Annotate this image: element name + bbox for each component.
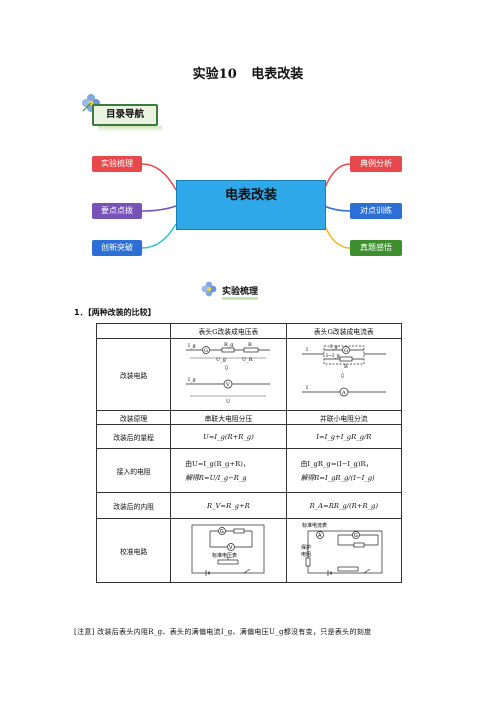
ac-ig: I_g [330, 344, 338, 350]
table-corner [95, 323, 172, 339]
row-label-internal: 改装后的内阻 [95, 492, 172, 519]
ammeter-range: I=I_g+I_gR_g/R [285, 424, 403, 449]
comparison-table: 表头G改装成电压表 表头G改装成电流表 改装电路 G R_g R I_g U_g… [95, 323, 403, 583]
mindmap-left-3[interactable]: 创新突破 [92, 240, 142, 256]
ammeter-circuit: G R I I_g I−I_g ⇩ A I [285, 338, 403, 411]
ac-ir: I−I_g [326, 353, 341, 359]
voltmeter-resistor-line2: 解得R=U/I_g−R_g [185, 473, 247, 482]
mindmap-center: 电表改装 [176, 180, 326, 230]
voltmeter-calibration: G V 标准电压表 [170, 518, 287, 583]
flower-icon [201, 281, 217, 297]
voltmeter-resistor-line1: 由U=I_g(R_g+R)， [185, 459, 250, 468]
ammeter-resistor-line1: 由I_gR_g=(I−I_g)R， [300, 459, 373, 468]
ac-a: A [341, 390, 346, 396]
ammeter-resistor: 由I_gR_g=(I−I_g)R， 解得R=I_gR_g/(I−I_g) [285, 448, 403, 493]
vcal-g: G [220, 529, 224, 535]
section-title: 实验梳理 [222, 284, 259, 300]
vc-ug: U_g [216, 357, 227, 363]
vc-g: G [204, 348, 208, 354]
mindmap-left-2[interactable]: 要点点拨 [92, 203, 142, 219]
acal-std: 标准电流表 [302, 522, 327, 529]
ammeter-circuit-diagram: G R I I_g I−I_g ⇩ A I [301, 344, 386, 396]
mindmap-left-1[interactable]: 实验梳理 [92, 156, 142, 172]
row-label-principle: 改装原理 [95, 410, 172, 425]
mindmap: 实验梳理 要点点拨 创新突破 电表改装 典例分析 对点训练 真题感悟 [84, 150, 414, 265]
vc-rg: R_g [224, 342, 234, 348]
experiment-number: 实验10 [192, 67, 237, 82]
page-title: 实验10 电表改装 [0, 63, 496, 82]
row-label-resistor: 接入的电阻 [95, 448, 172, 493]
nav-badge[interactable]: 目录导航 [92, 104, 162, 132]
ac-i2: I [306, 385, 308, 391]
vcal-std: 标准电压表 [212, 552, 237, 559]
ac-r: R [344, 364, 348, 370]
acal-g: G [354, 533, 358, 539]
vc-ig2: I_g [188, 377, 196, 383]
voltmeter-resistor: 由U=I_g(R_g+R)， 解得R=U/I_g−R_g [170, 448, 287, 493]
header-ammeter: 表头G改装成电流表 [285, 323, 403, 339]
ac-arrow: ⇩ [340, 373, 345, 380]
mindmap-right-3[interactable]: 真题感悟 [350, 240, 402, 256]
acal-prot2: 电阻 [301, 551, 311, 558]
vcal-v: V [229, 545, 233, 551]
acal-a: A [318, 533, 322, 539]
ac-g: G [344, 348, 348, 354]
voltmeter-internal: R_V=R_g+R [170, 492, 287, 519]
acal-prot1: 保护 [301, 544, 311, 551]
row-label-range: 改装后的量程 [95, 424, 172, 449]
vc-ig: I_g [188, 343, 196, 349]
ac-i: I [306, 347, 308, 353]
vc-arrow: ⇩ [224, 365, 229, 372]
voltmeter-principle: 串联大电阻分压 [170, 410, 287, 425]
ammeter-internal: R_A=RR_g/(R+R_g) [285, 492, 403, 519]
note-text: [注意] 改装后表头内阻R_g、表头的满偏电流I_g、满偏电压U_g都没有变，只… [74, 628, 372, 636]
mindmap-right-1[interactable]: 典例分析 [350, 156, 402, 172]
vc-v: V [225, 382, 230, 388]
header-voltmeter: 表头G改装成电压表 [170, 323, 287, 339]
voltmeter-calibration-diagram: G V 标准电压表 [192, 524, 265, 576]
vc-ur: U_R [242, 357, 253, 363]
voltmeter-range: U=I_g(R+R_g) [170, 424, 287, 449]
row-label-calibration: 校准电路 [95, 518, 172, 583]
mindmap-right-2[interactable]: 对点训练 [350, 203, 402, 219]
row-label-circuit: 改装电路 [95, 338, 172, 411]
ammeter-resistor-line2: 解得R=I_gR_g/(I−I_g) [300, 473, 375, 482]
ammeter-calibration: 标准电流表 A G 保护 电阻 [285, 518, 403, 583]
ammeter-principle: 并联小电阻分流 [285, 410, 403, 425]
vc-r: R [248, 342, 252, 348]
voltmeter-circuit-diagram: G R_g R I_g U_g U_R ⇩ V I_g U [186, 342, 271, 405]
ammeter-calibration-diagram: 标准电流表 A G 保护 电阻 [301, 522, 383, 576]
voltmeter-circuit: G R_g R I_g U_g U_R ⇩ V I_g U [170, 338, 287, 411]
vc-u: U [226, 399, 230, 405]
comparison-heading: 1．【两种改装的比较】 [74, 308, 156, 317]
experiment-topic: 电表改装 [251, 67, 304, 82]
